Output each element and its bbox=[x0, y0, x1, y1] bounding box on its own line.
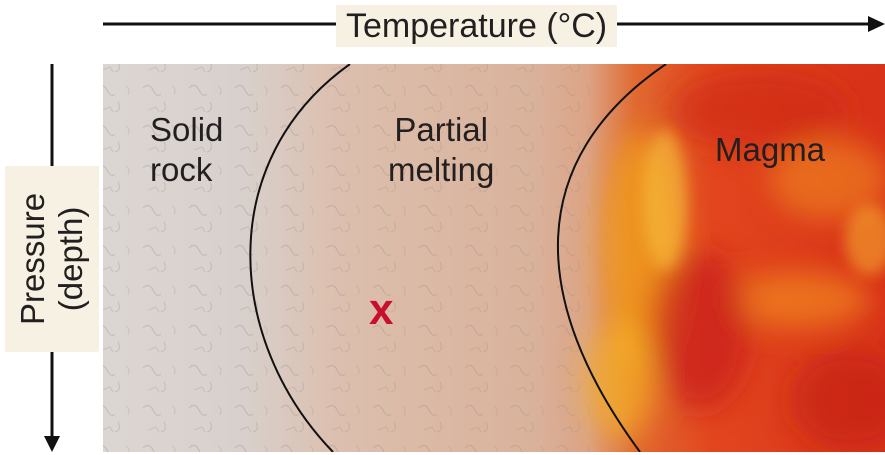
magma-label: Magma bbox=[715, 130, 825, 170]
diagram-panel bbox=[103, 64, 885, 452]
solid-rock-label-line1: Solid bbox=[150, 111, 224, 148]
partial-melting-label: Partial melting bbox=[388, 110, 494, 189]
pressure-axis-subtext: (depth) bbox=[52, 206, 89, 312]
pressure-axis-text: Pressure bbox=[14, 192, 52, 326]
partial-melting-label-line2: melting bbox=[388, 150, 495, 188]
temperature-axis-label: Temperature (°C) bbox=[336, 5, 618, 47]
solid-rock-label-line2: rock bbox=[150, 150, 213, 188]
solid-rock-label: Solid rock bbox=[150, 110, 223, 189]
solidus-boundary bbox=[249, 64, 351, 452]
sample-x-marker: x bbox=[369, 285, 394, 334]
pressure-axis-label: Pressure (depth) bbox=[5, 166, 99, 352]
partial-melting-label-line1: Partial bbox=[394, 111, 488, 148]
temperature-axis-text: Temperature (°C) bbox=[346, 7, 608, 45]
liquidus-boundary bbox=[556, 64, 667, 452]
magma-texture bbox=[585, 70, 885, 450]
magma-label-line1: Magma bbox=[715, 131, 826, 168]
